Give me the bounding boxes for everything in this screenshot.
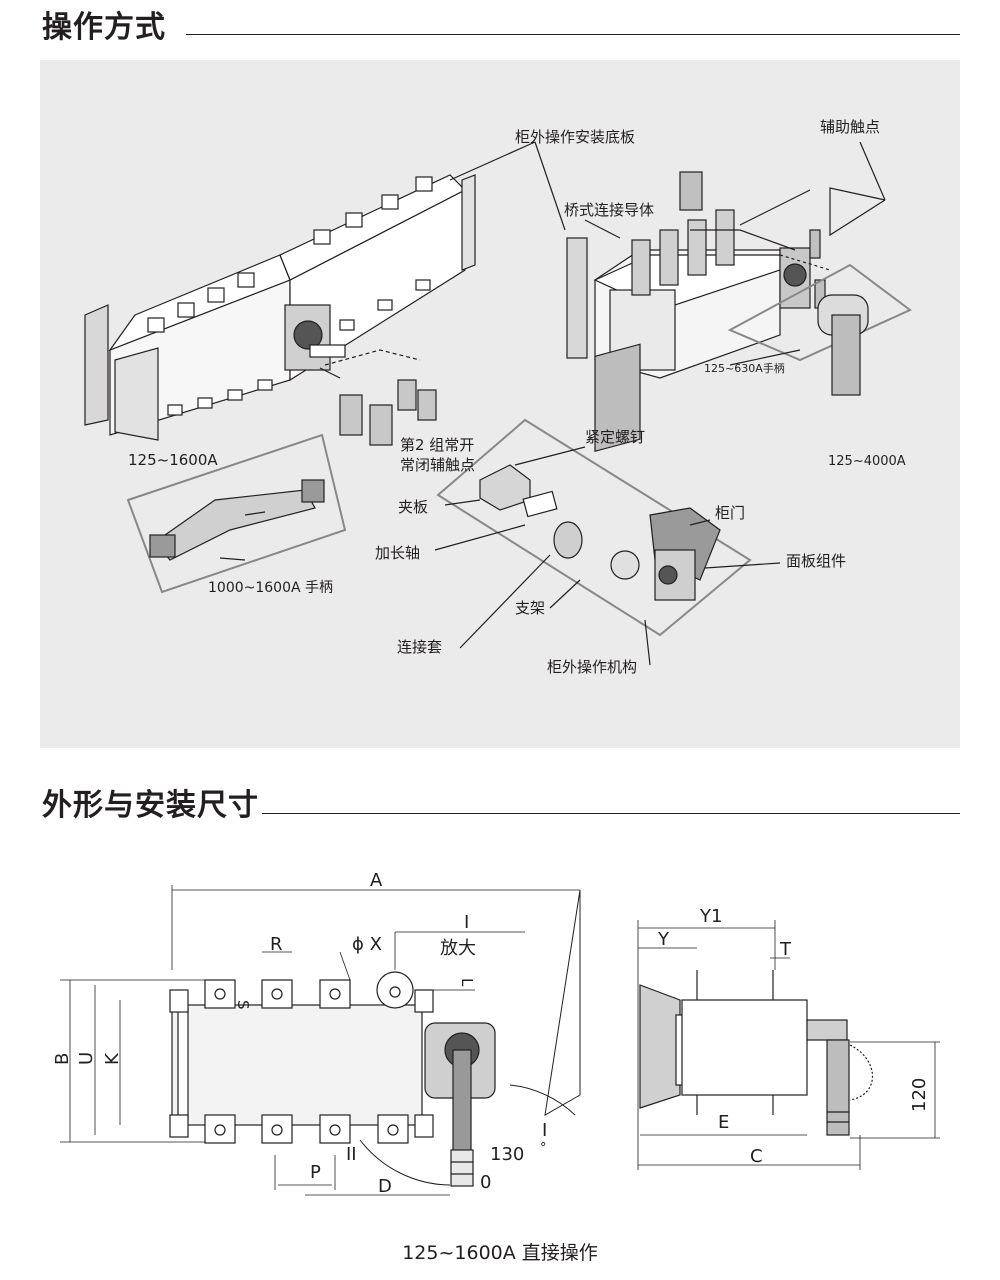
label-aux-contact: 辅助触点	[820, 118, 880, 136]
operation-diagram-panel: 柜外操作安装底板 辅助触点 桥式连接导体 125~630A手柄 125~1600…	[40, 60, 960, 748]
dim-D: D	[378, 1176, 392, 1197]
dim-degree: °	[540, 1141, 547, 1156]
dim-E: E	[718, 1112, 729, 1133]
dim-P: P	[310, 1162, 321, 1183]
section-title-dimensions: 外形与安装尺寸	[42, 788, 259, 823]
front-view	[60, 885, 581, 1196]
dim-U: U	[76, 1052, 97, 1065]
dim-B: B	[52, 1053, 73, 1065]
dim-K: K	[102, 1052, 123, 1065]
label-cabinet-door: 柜门	[715, 504, 745, 522]
dim-angle: 130	[490, 1144, 524, 1165]
label-bracket: 支架	[515, 599, 545, 617]
dim-T: T	[779, 939, 792, 960]
drawing-caption: 125~1600A 直接操作	[402, 1242, 598, 1264]
dim-phiX: ϕ X	[352, 934, 382, 955]
label-clamp-plate: 夹板	[398, 498, 428, 516]
terminals-left	[147, 176, 433, 416]
aux-contact-group2	[319, 349, 437, 446]
dim-C: C	[750, 1146, 763, 1167]
label-ext-shaft: 加长轴	[375, 544, 420, 562]
title-rule-2	[262, 813, 960, 814]
label-group2-line2: 常闭辅触点	[400, 456, 475, 474]
label-mount-plate: 柜外操作安装底板	[515, 128, 635, 146]
dim-zero: 0	[480, 1172, 491, 1193]
dim-R: R	[270, 934, 283, 955]
label-panel-assembly: 面板组件	[786, 552, 846, 570]
section-title-operation: 操作方式	[42, 10, 166, 45]
label-range-left: 125~1600A	[128, 451, 218, 469]
dim-L: L	[458, 978, 476, 987]
label-handle-small: 125~630A手柄	[704, 361, 785, 375]
label-range-right: 125~4000A	[828, 454, 906, 469]
label-group2-line1: 第2 组常开	[400, 436, 474, 454]
external-mechanism	[479, 343, 721, 601]
dim-Y1: Y1	[699, 906, 722, 927]
handle-large	[149, 479, 325, 561]
switch-right-body	[566, 171, 831, 379]
dim-120: 120	[909, 1078, 930, 1112]
dim-II: II	[346, 1144, 357, 1165]
dim-S: S	[234, 1000, 252, 1010]
dimension-drawing: A R ϕ X I 放大 S L B U K P II D I 130 ° 0 …	[52, 870, 940, 1197]
label-fix-screw: 紧定螺钉	[585, 428, 645, 446]
label-ext-mechanism: 柜外操作机构	[547, 658, 637, 676]
handle-small	[817, 294, 869, 396]
leader-lines	[219, 141, 886, 666]
label-handle-large: 1000~1600A 手柄	[208, 580, 333, 596]
label-bridge-conductor: 桥式连接导体	[564, 201, 654, 219]
dim-I-top: I	[464, 912, 469, 933]
operation-diagram: 柜外操作安装底板 辅助触点 桥式连接导体 125~630A手柄 125~1600…	[84, 118, 912, 676]
label-coupling: 连接套	[397, 638, 442, 656]
dim-A: A	[370, 870, 383, 891]
dim-Y: Y	[657, 929, 670, 950]
dim-zoom: 放大	[440, 938, 476, 959]
title-rule	[186, 34, 960, 35]
side-view	[637, 920, 940, 1170]
dim-I-arc: I	[542, 1120, 547, 1141]
